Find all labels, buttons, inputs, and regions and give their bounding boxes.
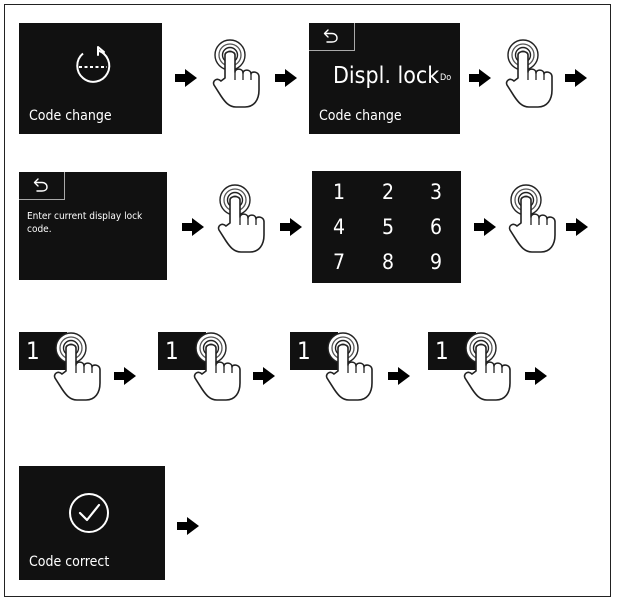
right-arrow-icon [253, 367, 275, 385]
right-arrow-icon [280, 218, 302, 236]
right-arrow-icon [175, 69, 197, 87]
display-lock-screen: Displ. lock Do Code change [309, 23, 460, 134]
keypad-key-5[interactable]: 5 [381, 215, 395, 239]
enter-code-screen: Enter current display lock code. [19, 172, 167, 280]
finger-tap-icon [325, 331, 375, 403]
finger-tap-icon [193, 331, 243, 403]
right-arrow-icon [388, 367, 410, 385]
code-digit: 1 [165, 337, 179, 365]
checkmark-circle-icon [69, 493, 109, 533]
finger-tap-icon [53, 331, 103, 403]
back-button[interactable] [309, 23, 355, 51]
screen-caption: Code change [319, 108, 402, 124]
keypad-key-7[interactable]: 7 [332, 250, 346, 274]
right-arrow-icon [566, 218, 588, 236]
screen-title-overflow: Do [440, 73, 452, 83]
keypad-key-9[interactable]: 9 [429, 250, 443, 274]
keypad-key-1[interactable]: 1 [332, 180, 346, 204]
code-correct-screen: Code correct [19, 466, 165, 580]
keypad-key-6[interactable]: 6 [429, 215, 443, 239]
instruction-frame [4, 4, 611, 597]
keypad-key-8[interactable]: 8 [381, 250, 395, 274]
back-arrow-icon [323, 29, 339, 43]
code-digit: 1 [26, 337, 40, 365]
finger-tap-icon [505, 38, 555, 110]
keypad-key-2[interactable]: 2 [381, 180, 395, 204]
back-button[interactable] [19, 172, 65, 200]
code-digit: 1 [435, 337, 449, 365]
finger-tap-icon [212, 38, 262, 110]
right-arrow-icon [275, 69, 297, 87]
screen-caption: Code change [29, 108, 112, 124]
screen-caption: Code correct [29, 554, 110, 570]
code-change-icon [76, 46, 111, 83]
back-arrow-icon [33, 178, 49, 192]
keypad-key-3[interactable]: 3 [429, 180, 443, 204]
finger-tap-icon [217, 183, 267, 255]
right-arrow-icon [474, 218, 496, 236]
code-digit: 1 [297, 337, 311, 365]
right-arrow-icon [469, 69, 491, 87]
screen-message: Enter current display lock code. [27, 211, 143, 235]
right-arrow-icon [114, 367, 136, 385]
finger-tap-icon [508, 183, 558, 255]
finger-tap-icon [463, 331, 513, 403]
right-arrow-icon [177, 517, 199, 535]
right-arrow-icon [565, 69, 587, 87]
right-arrow-icon [182, 218, 204, 236]
screen-title: Displ. lock [333, 63, 440, 89]
keypad-screen: 1 2 3 4 5 6 7 8 9 [312, 171, 461, 283]
code-change-screen: Code change [19, 23, 162, 134]
keypad-key-4[interactable]: 4 [332, 215, 346, 239]
right-arrow-icon [525, 367, 547, 385]
